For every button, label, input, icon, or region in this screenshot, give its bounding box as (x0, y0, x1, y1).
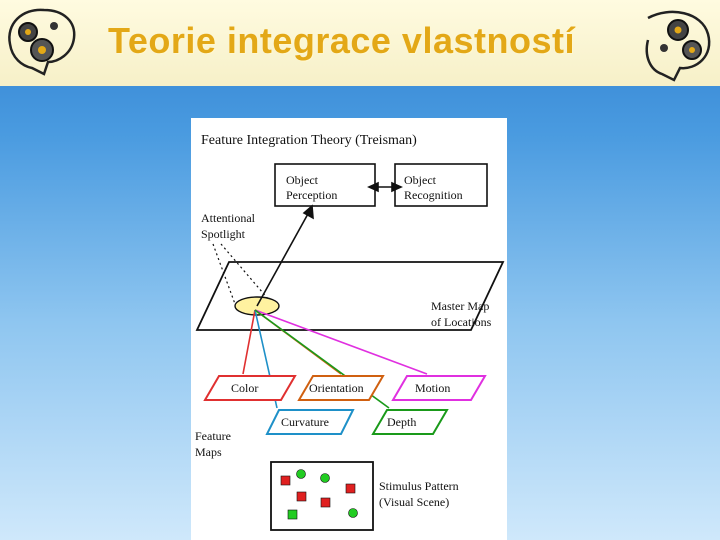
slide-title: Teorie integrace vlastností (108, 20, 575, 61)
spotlight-to-perception-arrow (256, 204, 314, 307)
master-map-line2: of Locations (431, 315, 492, 329)
spotlight-dotted-lines (212, 243, 270, 305)
stimulus-red-square (296, 491, 307, 502)
stimulus-line1: Stimulus Pattern (379, 479, 459, 493)
object-perception-box (274, 163, 376, 207)
stimulus-pattern-box (270, 461, 374, 531)
motion-connector-line (254, 309, 428, 375)
feature-maps-line2: Maps (195, 445, 222, 459)
attentional-spotlight-line2: Spotlight (201, 227, 246, 241)
object-perception-line2: Perception (286, 188, 337, 202)
stimulus-red-square (280, 475, 291, 486)
stimulus-green-square (287, 509, 298, 520)
stimulus-green-circle (320, 473, 330, 483)
attentional-spotlight-line1: Attentional (201, 211, 256, 225)
feature-maps-line1: Feature (195, 429, 231, 443)
curvature-feature-map (265, 409, 355, 435)
orientation-map-label: Orientation (309, 381, 364, 395)
slide-header: Teorie integrace vlastností (0, 0, 720, 86)
color-feature-map (203, 375, 297, 401)
motion-feature-map (391, 375, 487, 401)
fit-diagram: Feature Integration Theory (Treisman) Ob… (191, 118, 507, 540)
gear-brain-icon (8, 8, 76, 76)
color-map-label: Color (231, 381, 258, 395)
object-recognition-line2: Recognition (404, 188, 463, 202)
color-connector-line (242, 309, 256, 375)
master-map-line1: Master Map (431, 299, 489, 313)
curvature-map-label: Curvature (281, 415, 329, 429)
object-recognition-line1: Object (404, 173, 437, 187)
master-map-plane (195, 261, 505, 331)
depth-map-label: Depth (387, 415, 416, 429)
perception-recognition-arrow (367, 181, 403, 193)
object-perception-line1: Object (286, 173, 319, 187)
fit-diagram-svg: Feature Integration Theory (Treisman) Ob… (195, 133, 505, 531)
orientation-feature-map (297, 375, 385, 401)
stimulus-red-square (320, 497, 331, 508)
stimulus-green-circle (296, 469, 306, 479)
object-recognition-box (394, 163, 488, 207)
diagram-heading: Feature Integration Theory (Treisman) (201, 133, 417, 148)
stimulus-green-circle (348, 508, 358, 518)
stimulus-red-square (345, 483, 356, 494)
motion-map-label: Motion (415, 381, 450, 395)
depth-feature-map (371, 409, 449, 435)
gear-brain-icon (645, 10, 711, 82)
stimulus-line2: (Visual Scene) (379, 495, 449, 509)
